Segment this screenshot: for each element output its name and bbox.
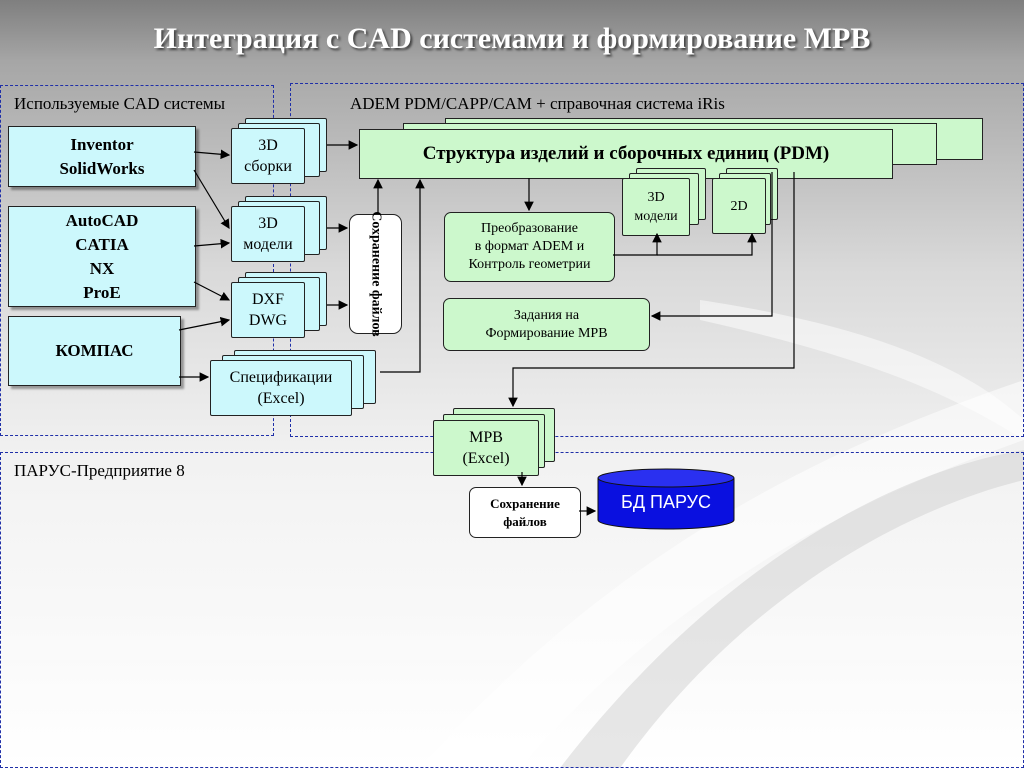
doc-label: DWG [248, 312, 288, 329]
doc-specifications: Спецификации (Excel) [210, 350, 380, 420]
doc-label: 3D [647, 190, 665, 205]
doc-label: Спецификации [229, 369, 333, 386]
doc-label: (Excel) [257, 390, 305, 407]
db-parus-cylinder: БД ПАРУС [597, 468, 735, 530]
cad-system-name: AutoCAD [65, 210, 139, 230]
adem-label: ADEM PDM/CAPP/CAM + справочная система i… [350, 94, 725, 113]
doc-label: 3D [258, 137, 278, 154]
cad-system-name: CATIA [75, 234, 129, 254]
tasks-label: Формирование МРВ [485, 325, 608, 341]
db-parus-label: БД ПАРУС [621, 492, 711, 512]
save-files-label: файлов [503, 513, 547, 529]
conversion-label: в формат ADEM и [474, 239, 585, 254]
doc-label: 2D [730, 198, 748, 214]
doc-mrv-excel: МРВ (Excel) [433, 408, 557, 478]
doc-label: 3D [258, 215, 278, 232]
cad-systems-label: Используемые CAD системы [14, 94, 226, 113]
cad-group-kompas: КОМПАС [8, 316, 181, 386]
pdm-structure-label: Структура изделий и сборочных единиц (PD… [422, 143, 830, 164]
cad-group-inventor-solidworks: Inventor SolidWorks [8, 126, 196, 187]
doc-label: DXF [251, 291, 284, 308]
slide-title: Интеграция с CAD системами и формировани… [153, 22, 871, 55]
doc-label: модели [634, 209, 678, 224]
cad-system-name: SolidWorks [59, 158, 145, 178]
save-files-box: Сохранение файлов [469, 487, 581, 538]
doc-label: сборки [244, 158, 292, 175]
doc-label: (Excel) [462, 450, 510, 467]
cad-system-name: NX [89, 258, 115, 278]
cad-system-name: Inventor [70, 134, 134, 154]
cad-system-name: КОМПАС [55, 341, 134, 360]
save-files-label: Сохранение [490, 495, 560, 511]
save-files-vertical-label: Сохранение файлов [368, 211, 383, 337]
conversion-label: Преобразование [481, 221, 578, 236]
cad-group-autocad-catia-nx-proe: AutoCAD CATIA NX ProE [8, 206, 196, 307]
database-icon [597, 468, 735, 530]
save-files-vertical-box: Сохранение файлов [349, 211, 402, 337]
parus-label: ПАРУС-Предприятие 8 [14, 461, 185, 480]
cad-system-name: ProE [83, 282, 121, 302]
tasks-box: Задания на Формирование МРВ [443, 298, 650, 351]
doc-label: МРВ [469, 429, 503, 446]
doc-pdm-3d-models: 3D модели [622, 168, 710, 240]
doc-3d-assemblies: 3D сборки [231, 118, 327, 188]
conversion-box: Преобразование в формат ADEM и Контроль … [444, 212, 615, 282]
doc-3d-models: 3D модели [231, 196, 327, 266]
conversion-label: Контроль геометрии [468, 257, 591, 272]
tasks-label: Задания на [513, 307, 580, 323]
doc-pdm-2d: 2D [712, 168, 780, 240]
doc-label: модели [243, 236, 293, 253]
doc-dxf-dwg: DXF DWG [231, 272, 327, 342]
